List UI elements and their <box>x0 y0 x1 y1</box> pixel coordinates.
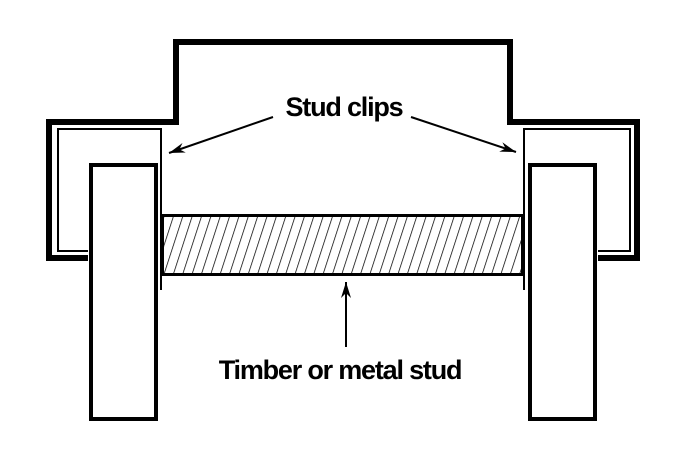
board-outline <box>46 39 640 261</box>
stud-clips-label: Stud clips <box>285 92 402 122</box>
timber-stud-label: Timber or metal stud <box>219 355 462 385</box>
left-framing-member <box>89 163 158 421</box>
left-stud-clip-profile <box>57 128 162 290</box>
right-framing-member <box>528 163 597 421</box>
right-stud-clip-arrow <box>410 116 517 153</box>
right-stud-clip-profile <box>523 128 631 290</box>
left-stud-clip-arrow <box>168 116 274 154</box>
timber-stud-bar-hatched <box>161 214 524 276</box>
